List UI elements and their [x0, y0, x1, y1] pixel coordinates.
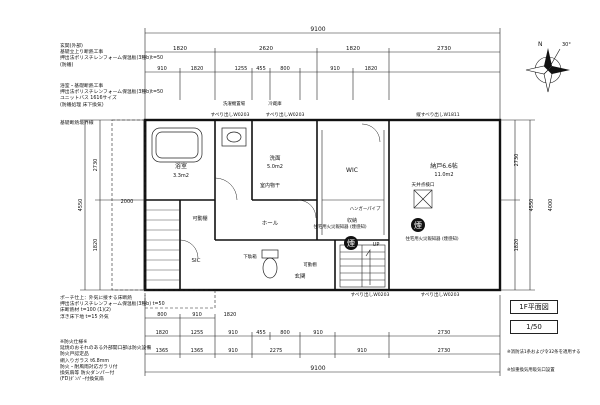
dim-bottom-r3-2: 1365: [191, 348, 204, 354]
sheet-title: 1F平面図: [510, 300, 558, 314]
right-dimensions: [500, 119, 535, 291]
note-bath-insulation: 浴室・基礎断熱工事 押出法ポリスチレンフォーム保温板(3種b)t=50 ユニット…: [60, 84, 164, 108]
dim-top-3: 1820: [346, 46, 360, 52]
smoke-detector-icon: 煙: [344, 236, 358, 250]
dim-bottom-r3-3: 910: [228, 348, 238, 354]
room-wash-name: 洗面: [269, 154, 281, 162]
dim-right-2: 1820: [514, 239, 520, 252]
bottom-dimensions: [144, 295, 501, 376]
legend-note-2: ※加重換気用吸気口設置: [507, 368, 555, 373]
door-swings: [179, 123, 381, 259]
top-dimensions: [144, 28, 501, 120]
north-compass-icon: [525, 48, 570, 93]
room-storage-area: 11.0m2: [434, 172, 453, 178]
note-fire-prevention: ※防火仕様※ 延焼のおそれのある外部開口部は防火設備 防火戸認定品 網入りガラス…: [60, 340, 152, 383]
room-hall-name: ホール: [262, 220, 279, 227]
room-sic-name: SIC: [192, 258, 201, 264]
note-insulation-boundary: 基礎断熱境界線: [60, 121, 94, 126]
dim-bottom-r1-2: 910: [192, 312, 202, 318]
dim-bottom-r3-1: 1365: [156, 348, 169, 354]
room-wic-name: WIC: [346, 167, 358, 174]
staircase: [339, 244, 386, 288]
dim-top-r2-6: 910: [330, 66, 340, 72]
window-label-5: すべり出しW0203: [351, 291, 390, 298]
dim-top-total: 9100: [310, 26, 325, 33]
dim-top-r2-1: 910: [157, 66, 167, 72]
dim-bottom-r2-7: 2730: [438, 330, 451, 336]
dim-bottom-total: 9100: [310, 365, 325, 372]
dim-top-r2-2: 1820: [191, 66, 204, 72]
room-bath-name: 浴室: [175, 162, 187, 170]
hatched-wall: [146, 209, 179, 281]
dim-bottom-r2-4: 455: [256, 330, 266, 336]
shoebox-label: 下駄箱: [243, 253, 257, 260]
fridge-label: 冷蔵庫: [268, 100, 282, 107]
dim-right-1: 2730: [514, 154, 520, 167]
room-storage-label: 収納: [347, 217, 357, 224]
stairs-up-label: UP: [373, 242, 380, 248]
attic-hatch-icon: [413, 189, 433, 209]
sheet-scale: 1/50: [510, 320, 558, 334]
pantry-label: 室内物干: [260, 182, 280, 189]
window-label-2: すべり出しW0203: [266, 111, 305, 118]
legend-note-1: ※消防法1条および令32条を適用する: [507, 350, 581, 355]
room-wash-area: 5.0m2: [267, 164, 283, 170]
dim-top-2: 2620: [259, 46, 273, 52]
shelf-label: 可動棚: [303, 261, 317, 268]
dim-bottom-r2-5: 800: [280, 330, 290, 336]
dim-bottom-r1-3: 1820: [224, 312, 237, 318]
toilet-fixture: [261, 249, 279, 279]
smoke-detector-label-2: 住宅用火災報知器 (煙感知): [405, 235, 458, 242]
note-porch-insulation: ポーチ仕上：外気に接する床断熱 押出法ポリスチレンフォーム保温板(3種b) t=…: [60, 296, 165, 320]
laundry-label: 洗濯機置場: [223, 100, 246, 107]
interior-walls: [145, 120, 390, 290]
dim-top-r2-5: 800: [280, 66, 290, 72]
bathtub: [151, 127, 203, 163]
dim-top-r2-3: 1255: [235, 66, 248, 72]
dim-top-4: 2730: [437, 46, 451, 52]
window-label-3: 縦すべり出しW1811: [416, 111, 460, 118]
room-storage-name: 納戸6.6帖: [430, 162, 458, 170]
svg-text:煙: 煙: [347, 239, 355, 248]
hanger-label: ハンガーパイプ: [350, 205, 381, 212]
dim-bottom-r3-4: 2275: [270, 348, 283, 354]
dim-left-total: 4550: [78, 199, 84, 212]
smoke-detector-label-1: 住宅用火災報知器 (煙感知): [313, 223, 366, 230]
wic-shelving: [321, 130, 385, 235]
dim-bottom-r3-6: 2730: [438, 348, 451, 354]
note-entrance-insulation: 玄関(外部) 基礎立上り断熱工事 押出法ポリスチレンフォーム保温板(3種b)t=…: [60, 44, 164, 68]
dim-right-total: 4550: [529, 199, 535, 212]
room-closet-name: 可動棚: [192, 215, 207, 222]
dim-left-2: 1820: [93, 239, 99, 252]
left-dimensions: [80, 119, 145, 291]
dim-top-1: 1820: [173, 46, 187, 52]
washbasin: [221, 127, 247, 147]
svg-text:煙: 煙: [414, 221, 422, 230]
dim-left-1: 2730: [93, 159, 99, 172]
dim-bottom-r2-1: 1820: [156, 330, 169, 336]
compass-angle-label: 30°: [562, 42, 571, 48]
dim-top-r2-4: 455: [256, 66, 266, 72]
dim-bottom-r2-2: 1255: [191, 330, 204, 336]
dim-bottom-r2-6: 910: [313, 330, 323, 336]
attic-hatch-label: 天井点検口: [412, 181, 435, 188]
room-entrance-name: 玄関: [294, 272, 306, 280]
window-label-1: すべり出しW0203: [211, 111, 250, 118]
window-label-4: すべり出しW0203: [421, 291, 460, 298]
dim-bottom-r1-1: 800: [157, 312, 167, 318]
dim-bottom-r2-3: 910: [228, 330, 238, 336]
smoke-detector-icon: 煙: [411, 218, 425, 232]
dim-bottom-r3-5: 910: [357, 348, 367, 354]
room-bath-area: 3.3m2: [173, 173, 189, 179]
dim-right-3: 4000: [548, 199, 554, 212]
dim-top-r2-7: 1820: [365, 66, 378, 72]
compass-north-label: N: [538, 41, 543, 48]
dim-left-3: 2000: [121, 199, 134, 205]
